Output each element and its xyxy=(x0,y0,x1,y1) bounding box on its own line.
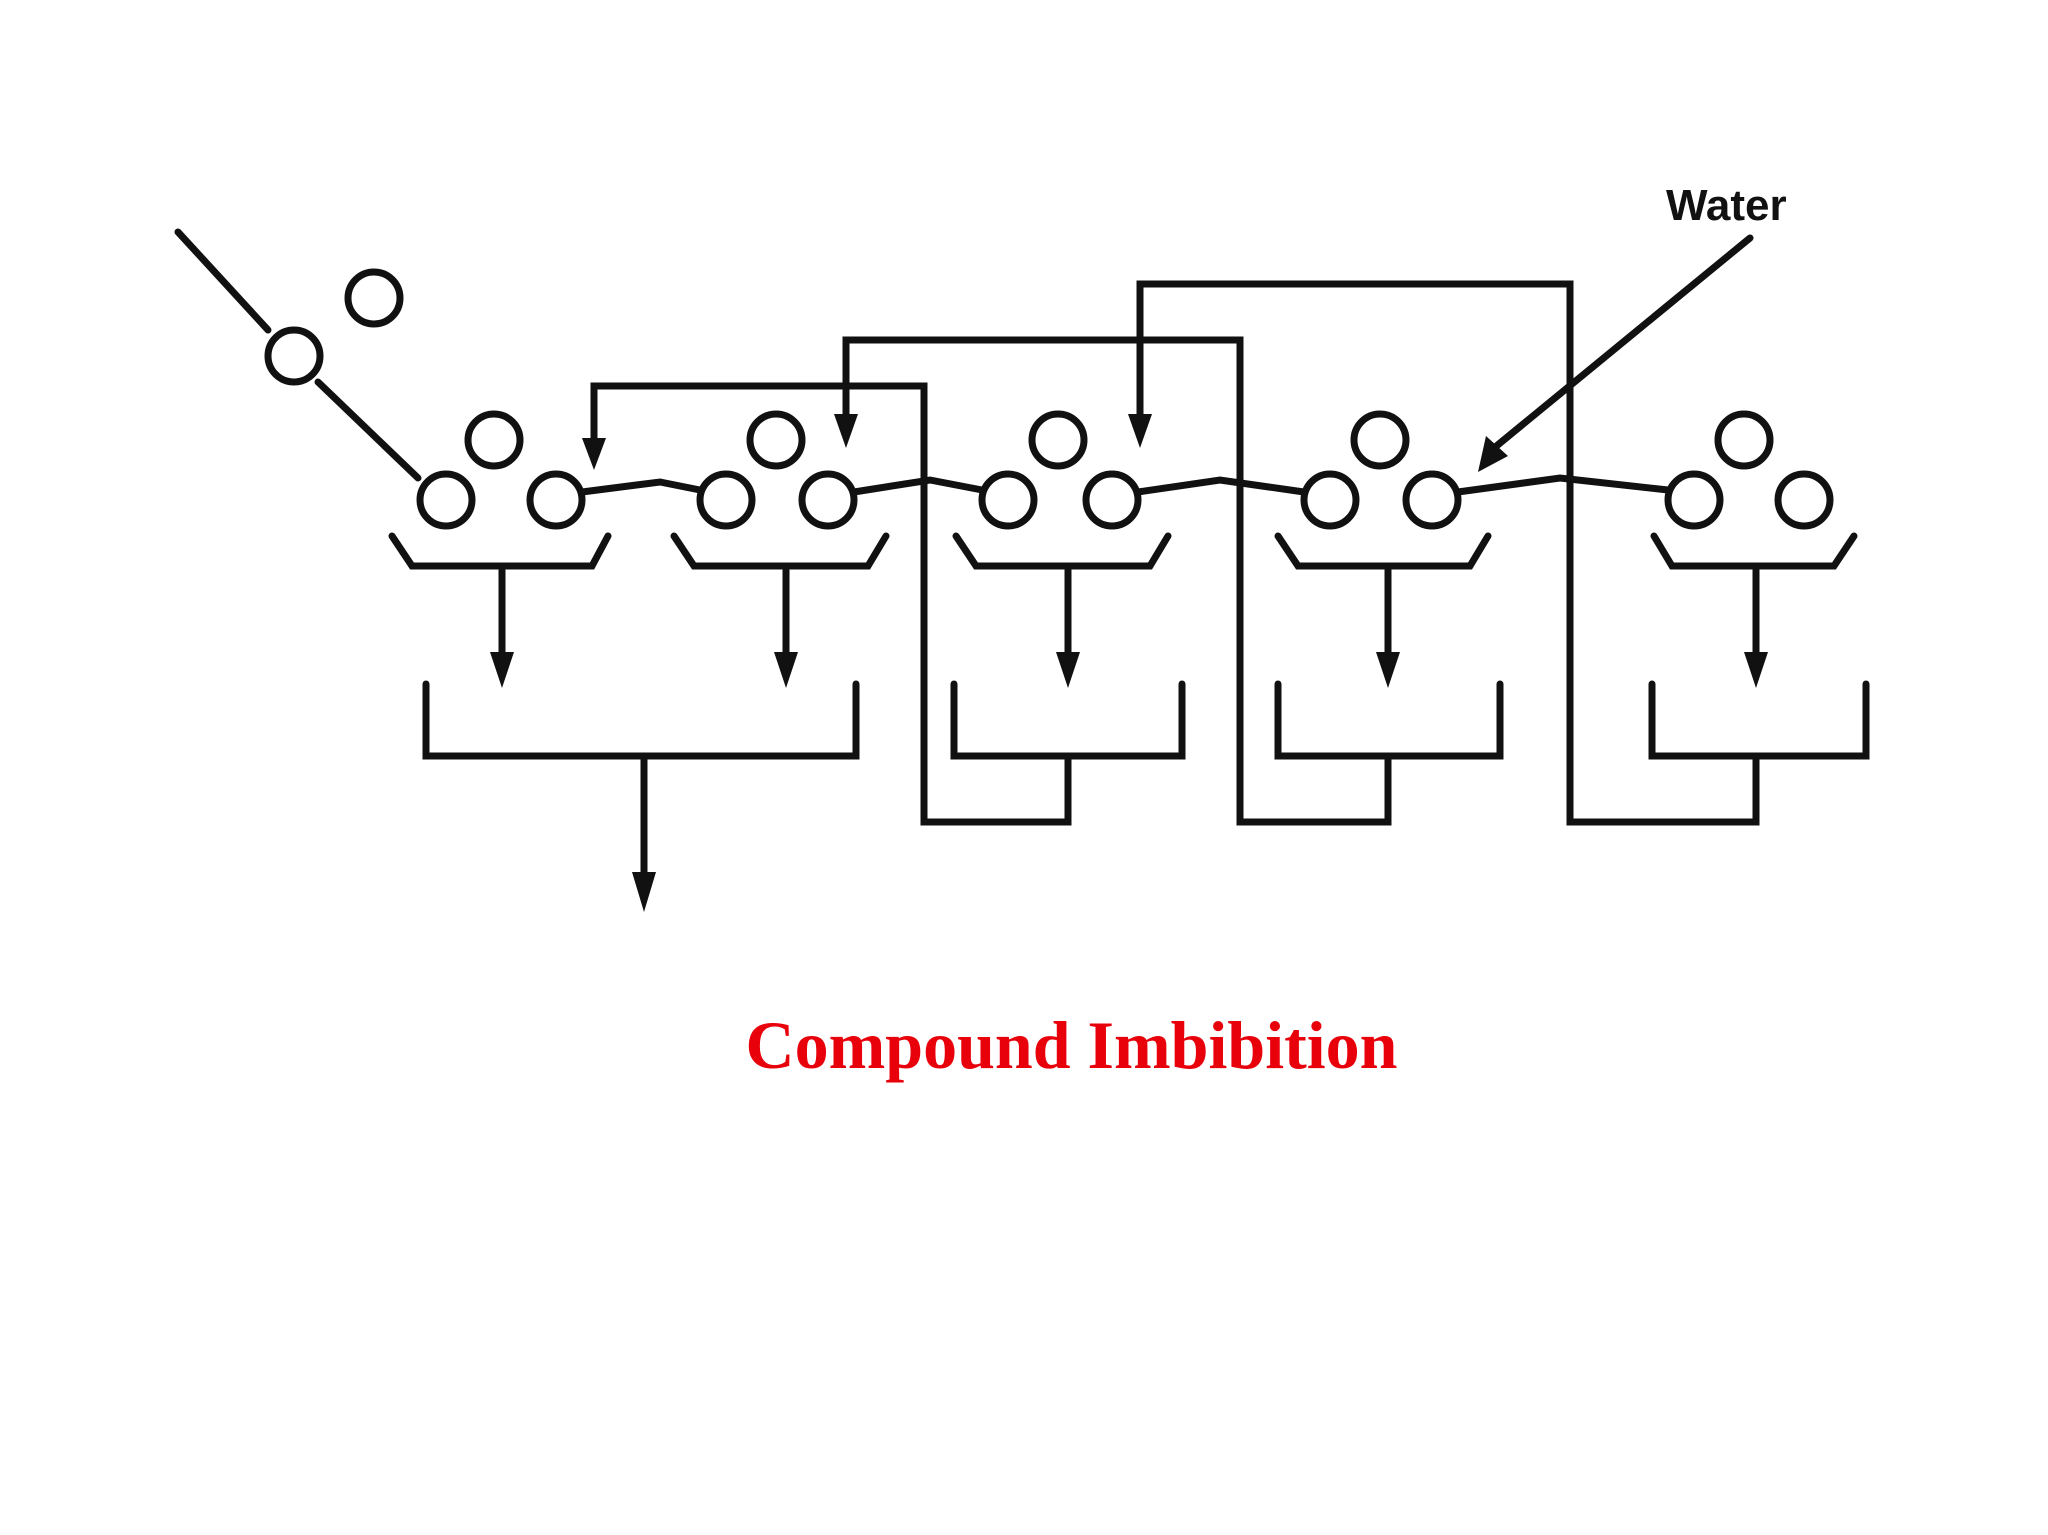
mill-2-feed-roller xyxy=(696,470,756,530)
mill-5 xyxy=(1650,410,1858,570)
tank-4 xyxy=(1274,680,1504,760)
tank-5 xyxy=(1648,680,1870,760)
juice-collection-tanks xyxy=(422,680,1870,760)
mill-3 xyxy=(952,410,1172,570)
tank-3 xyxy=(950,680,1186,760)
mill-3-discharge-roller xyxy=(1082,470,1142,530)
water-feed: Water xyxy=(1478,181,1787,472)
water-label: Water xyxy=(1666,181,1787,230)
mill-4-discharge-roller xyxy=(1402,470,1462,530)
mill-1-feed-roller xyxy=(416,470,476,530)
mill-5-discharge-roller xyxy=(1774,470,1834,530)
mill-2 xyxy=(670,410,890,570)
mill-4 xyxy=(1274,410,1492,570)
mill-3-feed-roller xyxy=(978,470,1038,530)
mixed-juice-tank xyxy=(422,680,860,760)
diagram-caption: Compound Imbibition xyxy=(745,1007,1398,1083)
mill-3-top-roller xyxy=(1028,410,1088,470)
mill-4-feed-roller xyxy=(1300,470,1360,530)
mill-1-top-roller xyxy=(464,410,524,470)
mill-1 xyxy=(388,410,612,570)
mill-2-juice-tray xyxy=(670,532,890,570)
mill-5-top-roller xyxy=(1714,410,1774,470)
mixed-juice-outlet-arrow xyxy=(632,752,656,912)
cane-feed-conveyor xyxy=(174,228,422,482)
mill-5-feed-roller xyxy=(1664,470,1724,530)
mill-4-top-roller xyxy=(1350,410,1410,470)
bagasse-transfer-lines xyxy=(578,474,1672,496)
mill-3-juice-tray xyxy=(952,532,1172,570)
imbibition-return-lines xyxy=(582,280,1760,826)
mill-2-top-roller xyxy=(746,410,806,470)
mill-1-juice-tray xyxy=(388,532,612,570)
mill-1-discharge-roller xyxy=(526,470,586,530)
mill-2-discharge-roller xyxy=(798,470,858,530)
juice-drop-arrows xyxy=(490,566,1768,688)
mill-4-juice-tray xyxy=(1274,532,1492,570)
mill-5-juice-tray xyxy=(1650,532,1858,570)
